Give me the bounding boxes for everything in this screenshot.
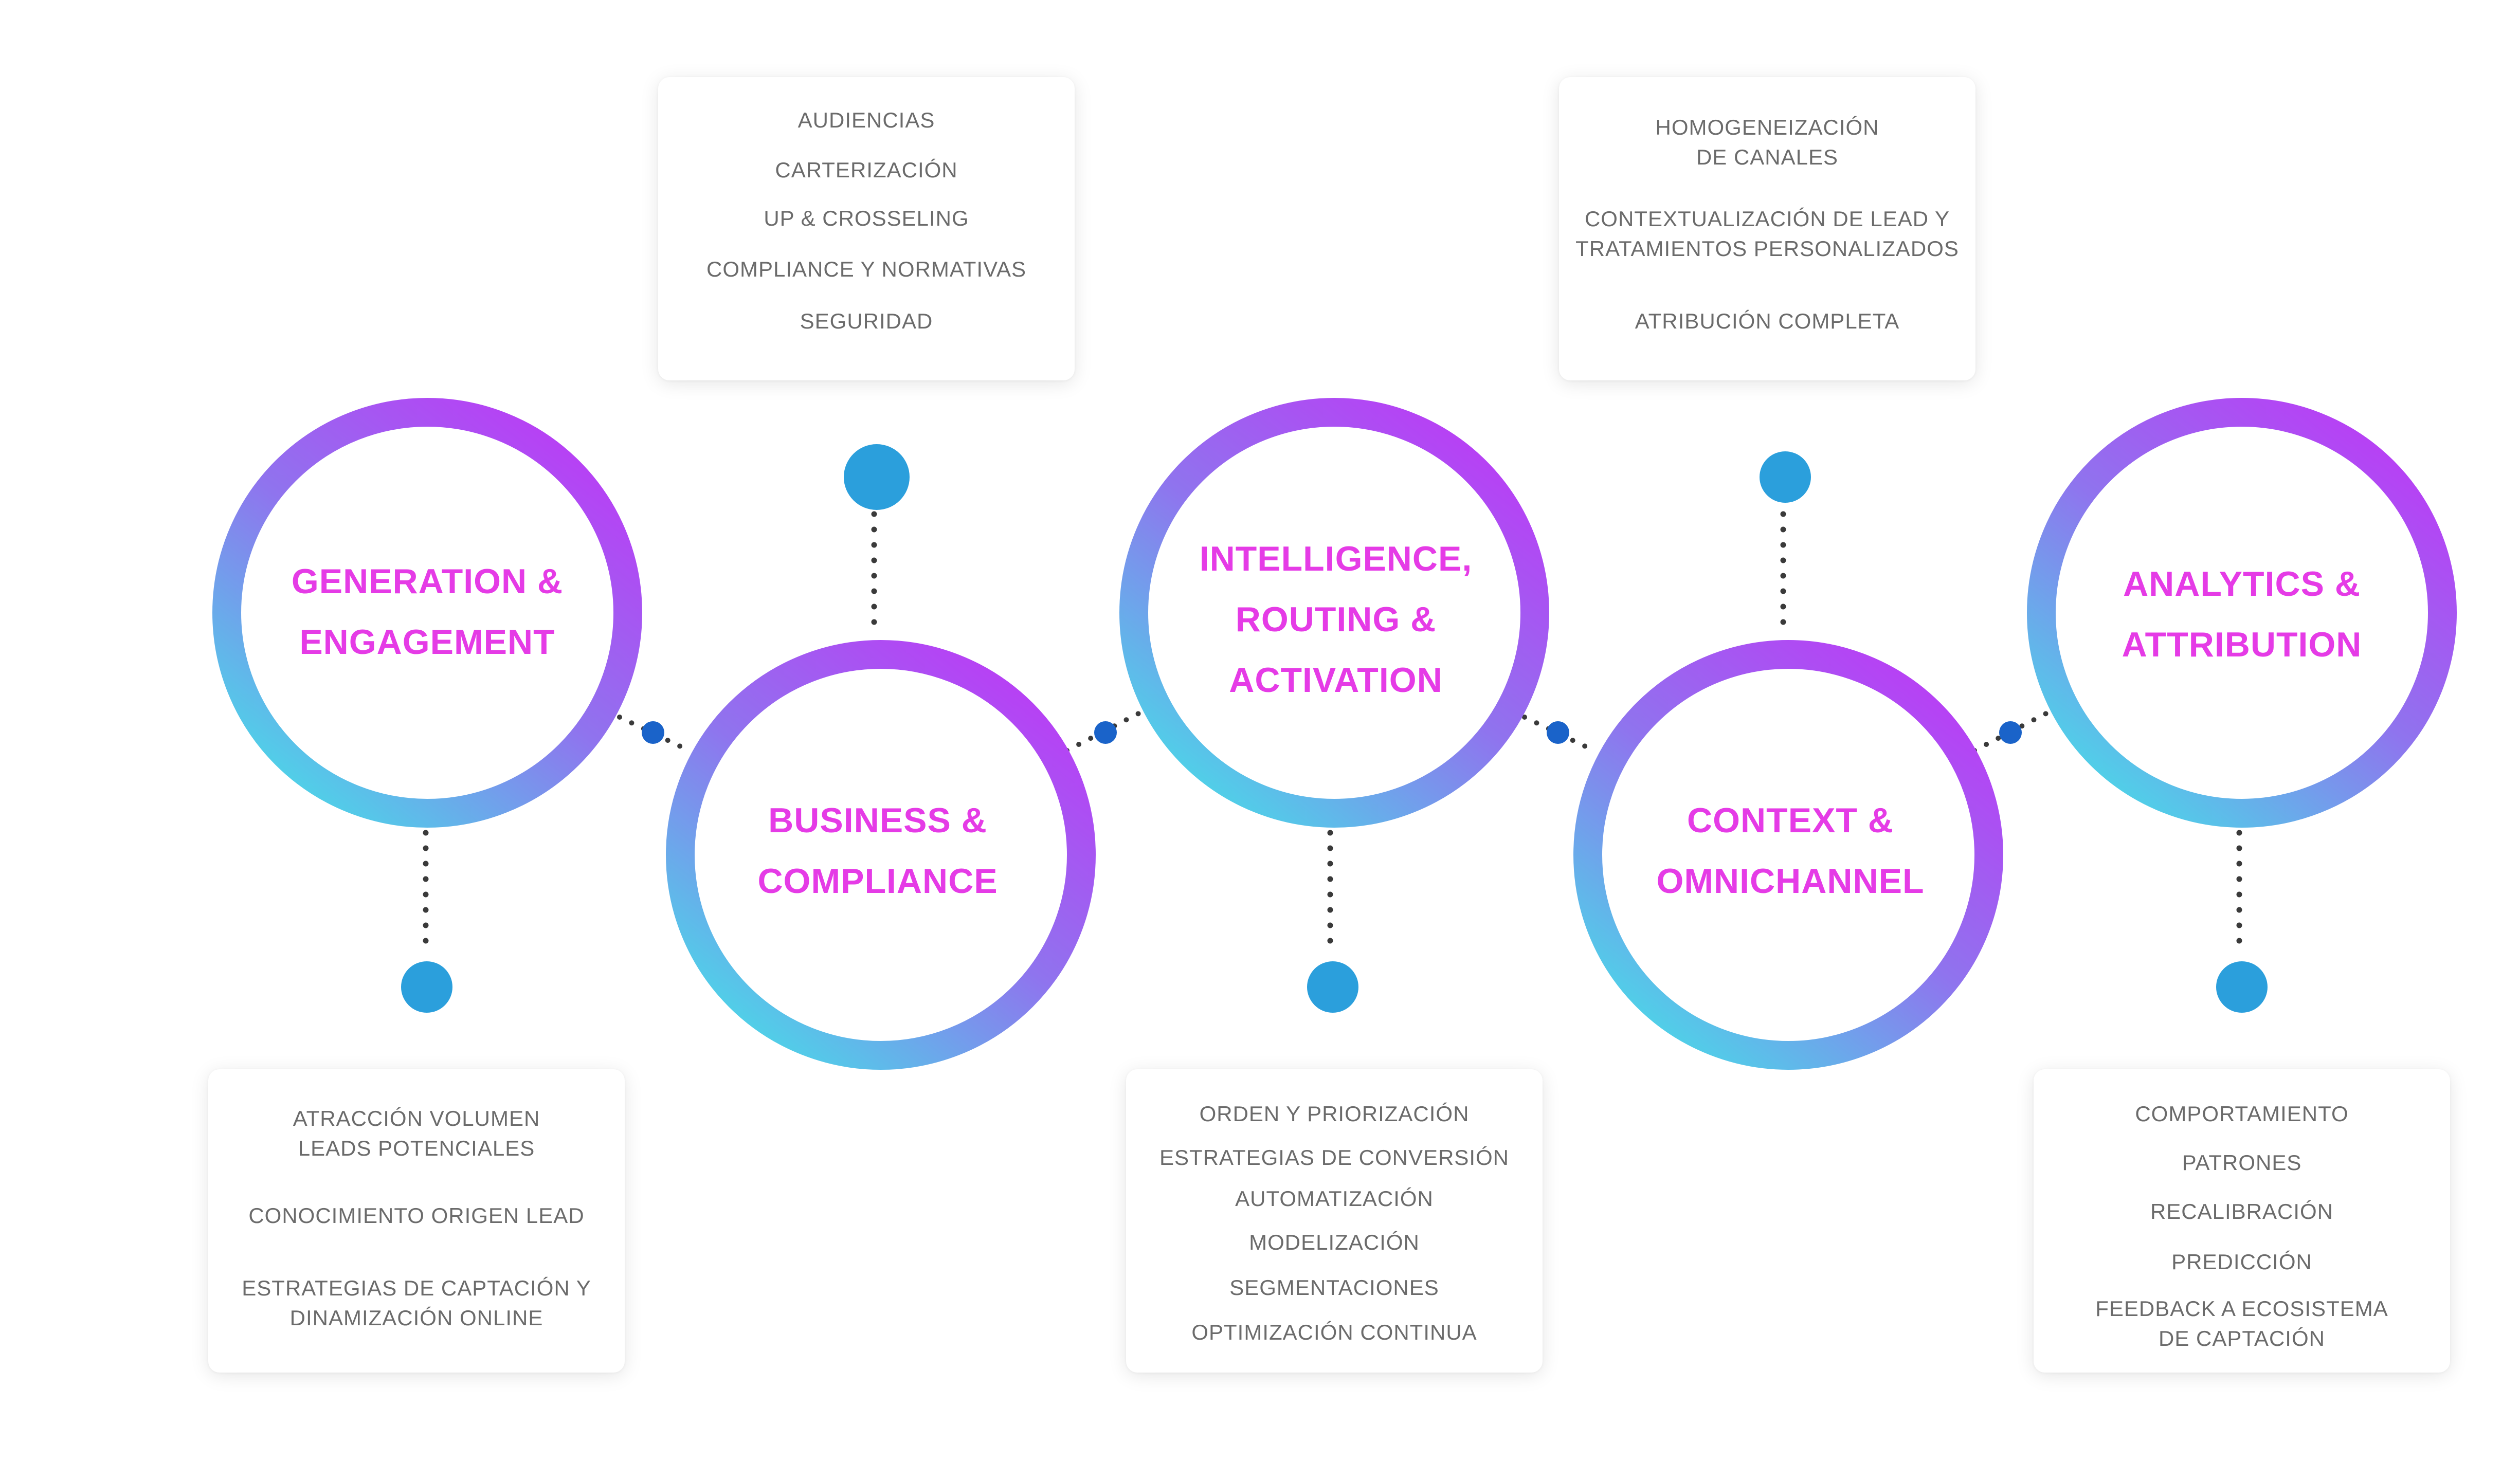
card-item: FEEDBACK A ECOSISTEMA DE CAPTACIÓN [2095, 1296, 2388, 1350]
link-dots [642, 721, 2022, 744]
ring-business [666, 640, 1096, 1070]
node-dot-generation [401, 961, 452, 1013]
card-item: CARTERIZACIÓN [775, 158, 958, 182]
card-item: PREDICCIÓN [2171, 1250, 2312, 1274]
card-item: PATRONES [2182, 1150, 2302, 1175]
ring-analytics [2027, 398, 2457, 828]
node-dot-intelligence [1307, 961, 1358, 1013]
card-item: SEGMENTACIONES [1229, 1275, 1439, 1300]
card-item: CONOCIMIENTO ORIGEN LEAD [248, 1203, 585, 1228]
link-dot-4 [1999, 721, 2022, 744]
stage-label-analytics: ANALYTICS & ATTRIBUTION [2122, 564, 2362, 664]
card-item: ORDEN Y PRIORIZACIÓN [1199, 1102, 1470, 1126]
card-item: ATRACCIÓN VOLUMEN LEADS POTENCIALES [293, 1106, 540, 1160]
link-dot-3 [1547, 721, 1569, 744]
card-item: OPTIMIZACIÓN CONTINUA [1191, 1320, 1477, 1344]
card-item: ESTRATEGIAS DE CAPTACIÓN Y DINAMIZACIÓN … [242, 1276, 591, 1330]
card-item: UP & CROSSELING [764, 206, 969, 230]
stage-label-context: CONTEXT & OMNICHANNEL [1656, 801, 1925, 901]
node-dots [401, 444, 2268, 1013]
ring-intelligence [1119, 398, 1549, 828]
card-item: COMPLIANCE Y NORMATIVAS [706, 257, 1026, 281]
dotted-connectors [423, 511, 2242, 954]
card-item: RECALIBRACIÓN [2150, 1199, 2334, 1223]
ring-generation [212, 398, 642, 828]
info-card-business: AUDIENCIAS CARTERIZACIÓN UP & CROSSELING… [658, 77, 1075, 380]
card-item: AUTOMATIZACIÓN [1235, 1186, 1434, 1211]
link-dot-1 [642, 721, 664, 744]
card-item: ATRIBUCIÓN COMPLETA [1635, 309, 1900, 333]
node-dot-context [1760, 451, 1811, 503]
card-item: SEGURIDAD [800, 309, 933, 333]
link-dot-2 [1094, 721, 1117, 744]
stage-label-business: BUSINESS & COMPLIANCE [757, 801, 998, 901]
stage-rings [212, 398, 2457, 1070]
info-card-analytics: COMPORTAMIENTO PATRONES RECALIBRACIÓN PR… [2034, 1069, 2450, 1373]
node-dot-analytics [2216, 961, 2268, 1013]
card-item: CONTEXTUALIZACIÓN DE LEAD Y TRATAMIENTOS… [1575, 207, 1959, 261]
circle-links [617, 709, 2052, 753]
stage-label-intelligence: INTELLIGENCE, ROUTING & ACTIVATION [1199, 539, 1473, 700]
ring-context [1573, 640, 2003, 1070]
info-card-generation: ATRACCIÓN VOLUMEN LEADS POTENCIALES CONO… [208, 1069, 625, 1373]
card-item: COMPORTAMIENTO [2135, 1102, 2349, 1126]
card-item: ESTRATEGIAS DE CONVERSIÓN [1159, 1145, 1509, 1170]
card-item: AUDIENCIAS [797, 108, 935, 132]
info-card-context: HOMOGENEIZACIÓN DE CANALES CONTEXTUALIZA… [1559, 77, 1975, 380]
node-dot-business [844, 444, 910, 510]
card-item: MODELIZACIÓN [1249, 1230, 1420, 1254]
stage-label-generation: GENERATION & ENGAGEMENT [291, 562, 564, 662]
info-card-intelligence: ORDEN Y PRIORIZACIÓN ESTRATEGIAS DE CONV… [1126, 1069, 1543, 1373]
card-item: HOMOGENEIZACIÓN DE CANALES [1655, 115, 1879, 169]
